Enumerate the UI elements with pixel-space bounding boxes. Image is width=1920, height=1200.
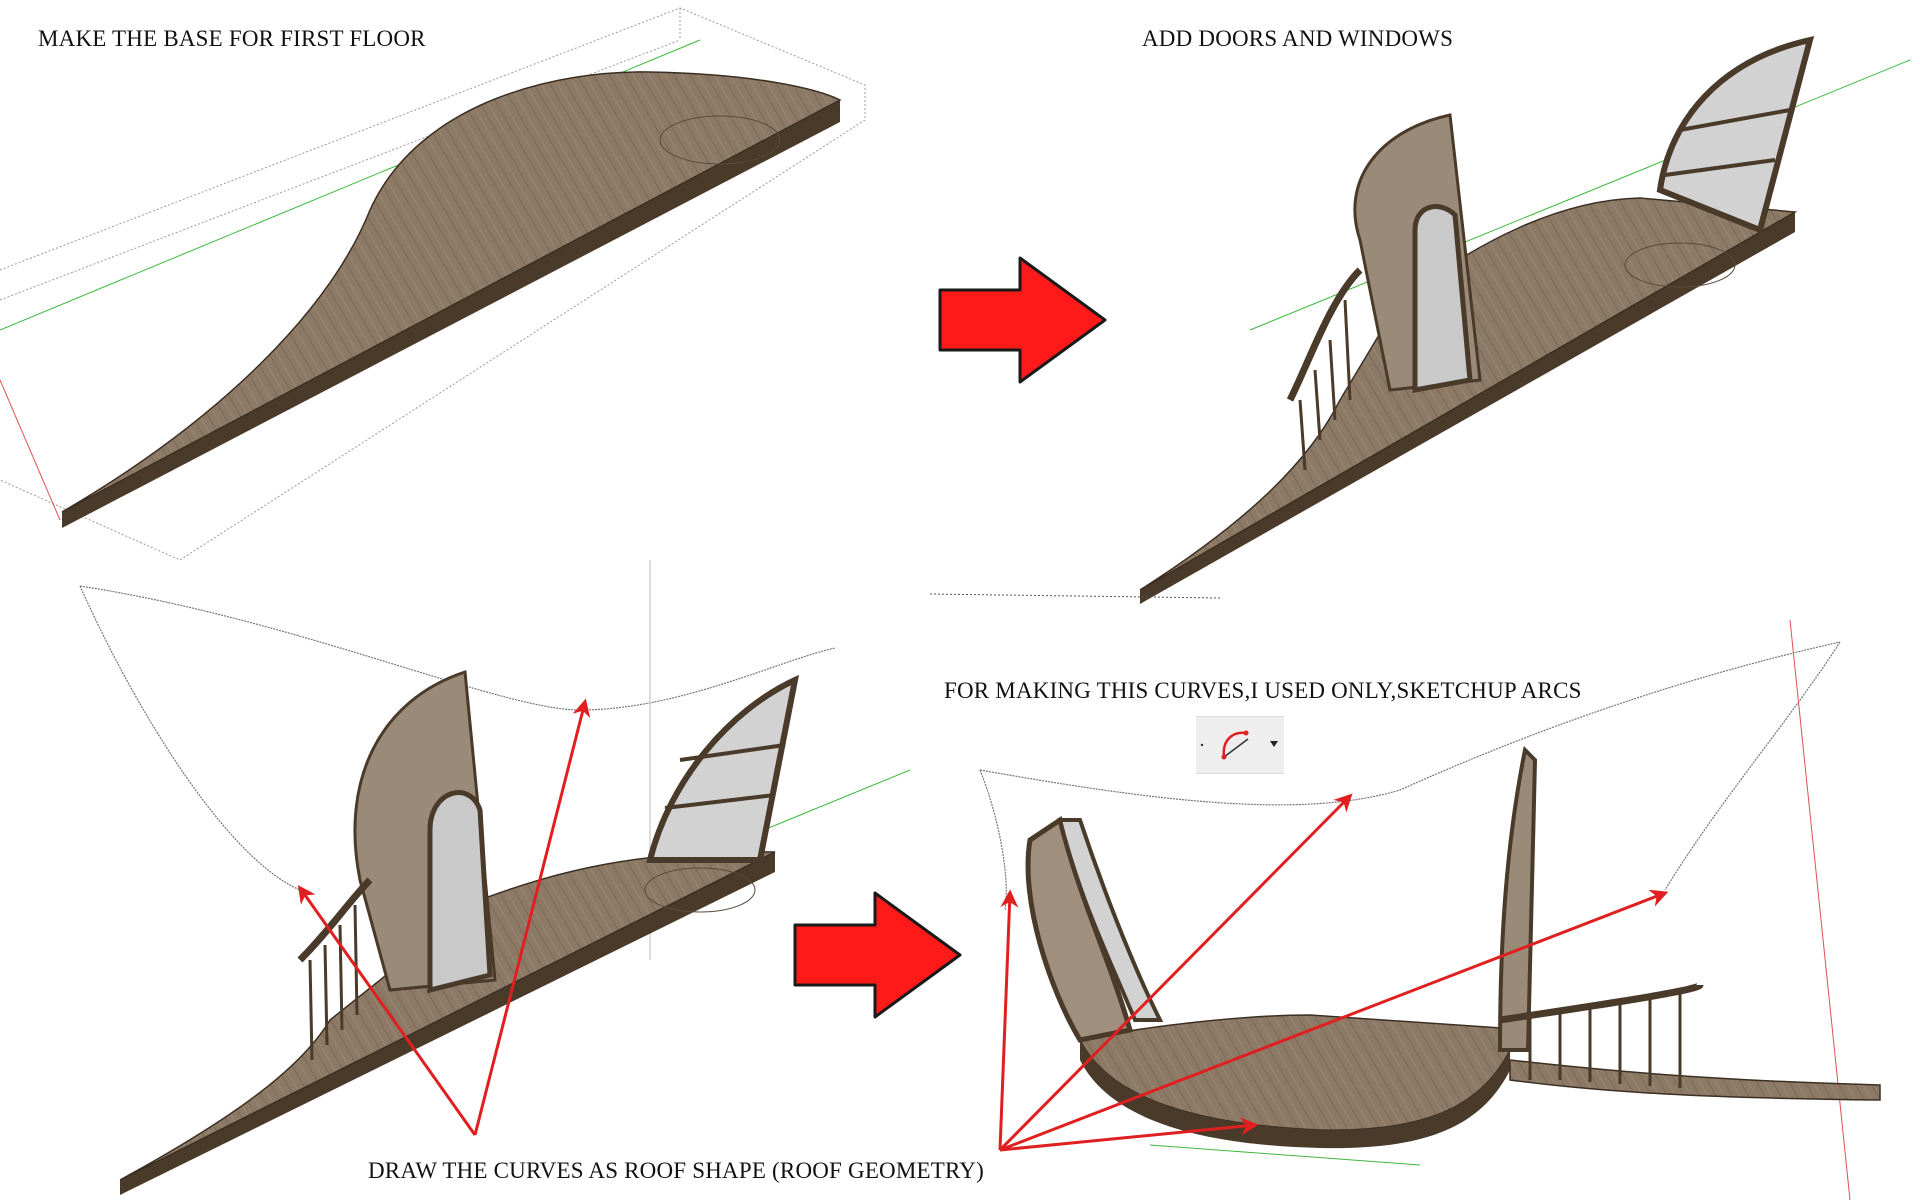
step-arrow-2: [793, 891, 962, 1019]
ground-guide: [929, 593, 1221, 599]
bridge-deck: [1509, 1059, 1881, 1101]
bounding-box-guides: [0, 7, 866, 561]
stair-railing: [1286, 267, 1363, 471]
sketchup-arc-tool-icon: [1196, 716, 1284, 774]
step-arrow-1: [938, 256, 1107, 384]
red-right-arrow-icon: [938, 256, 1107, 384]
caption-step-2: ADD DOORS AND WINDOWS: [1142, 26, 1454, 51]
caption-step-3: FOR MAKING THIS CURVES,I USED ONLY,SKETC…: [944, 678, 1582, 703]
floor-circle-mark: [1624, 242, 1736, 288]
caption-step-1: MAKE THE BASE FOR FIRST FLOOR: [38, 26, 426, 51]
floor-circle-mark: [659, 115, 781, 165]
floor-slab-side: [120, 852, 775, 1195]
panel-final-roof-geometry: [979, 619, 1881, 1200]
axis-red-guide: [0, 379, 61, 521]
roof-curve-guide: [979, 769, 1007, 911]
floor-slab-top: [1078, 1014, 1532, 1131]
floor-slab-side: [1080, 1040, 1510, 1149]
axis-green-guide: [1149, 1144, 1421, 1166]
tall-window: [1656, 36, 1815, 235]
roof-curve-guide: [1664, 641, 1841, 891]
floor-circle-mark: [644, 867, 756, 913]
tall-window: [646, 674, 800, 863]
curved-wall: [1497, 745, 1538, 1052]
bridge-railing: [1499, 981, 1704, 1088]
arched-door: [1412, 204, 1473, 393]
roof-curve-guide: [79, 585, 836, 711]
roof-curve-guide: [979, 641, 1841, 806]
axis-green-guide: [1249, 59, 1911, 331]
caption-step-4: DRAW THE CURVES AS ROOF SHAPE (ROOF GEOM…: [368, 1158, 984, 1183]
tall-window: [1057, 818, 1164, 1022]
red-right-arrow-icon: [793, 891, 962, 1019]
floor-slab-side: [1140, 212, 1795, 604]
roof-curve-guide: [79, 585, 301, 891]
arc-tool-glyph: [1200, 730, 1278, 760]
panel-base-floor: [0, 7, 866, 561]
panel-roof-curves: [79, 560, 911, 1195]
chevron-down-icon: [1270, 741, 1278, 747]
annotation-arrows: [998, 793, 1669, 1152]
panel-doors-windows: [929, 36, 1911, 604]
arched-door: [427, 790, 493, 994]
base-floor-slab-top: [61, 71, 842, 513]
annotation-arrows: [297, 698, 591, 1136]
base-floor-slab-side: [62, 100, 840, 528]
